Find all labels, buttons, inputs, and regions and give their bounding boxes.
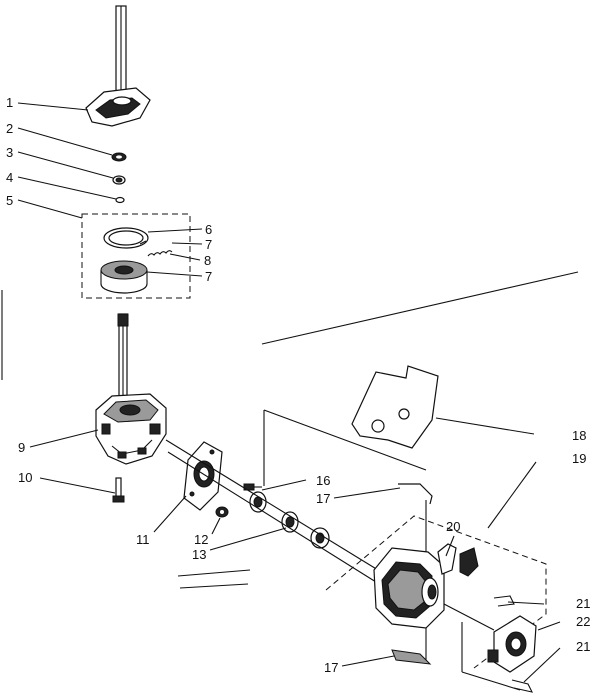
part-12-nut: [215, 506, 229, 518]
callout-16: 16: [316, 473, 330, 488]
leader-18: [435, 417, 535, 435]
leader-21a: [507, 601, 545, 605]
callout-10: 10: [18, 470, 32, 485]
pump-shaft-line: [443, 603, 495, 631]
leader-dashed: [263, 409, 427, 471]
callout-21-upper: 21: [576, 596, 590, 611]
part-4-clip: [115, 196, 125, 204]
agitator-shaft: [115, 5, 127, 103]
callout-8: 8: [204, 253, 211, 268]
part-13-coupling-b: [281, 511, 299, 533]
leader-8: [169, 253, 201, 261]
callout-12: 12: [194, 532, 208, 547]
callout-19: 19: [572, 451, 586, 466]
leader-17b: [341, 655, 395, 667]
callout-11: 11: [136, 532, 150, 547]
leader-7a: [171, 242, 203, 245]
callout-3: 3: [6, 145, 13, 160]
callout-5: 5: [6, 193, 13, 208]
callout-1: 1: [6, 95, 13, 110]
part-22-pump: [487, 615, 537, 673]
part-21-clip-upper: [493, 595, 515, 607]
part-10-bolt: [112, 477, 125, 503]
leader-5: [17, 199, 83, 219]
leader-4: [17, 176, 117, 200]
callout-22: 22: [576, 614, 590, 629]
callout-18: 18: [572, 428, 586, 443]
leader-11: [153, 495, 187, 533]
leader-10: [39, 477, 116, 494]
part-8-spring: [147, 250, 173, 257]
leader-6: [147, 228, 203, 233]
leader-21b: [523, 647, 561, 683]
part-5-group-box: [81, 213, 191, 299]
leader-19: [487, 461, 537, 529]
callout-6: 6: [205, 222, 212, 237]
leader-20: [445, 535, 455, 557]
leader-13: [209, 527, 287, 551]
scan-line: [177, 569, 251, 577]
part-6-snap-ring: [103, 227, 149, 249]
leader-17a: [333, 487, 401, 499]
part-9-gearcase: [95, 393, 167, 465]
callout-7-lower: 7: [205, 269, 212, 284]
callout-17-upper: 17: [316, 491, 330, 506]
part-20-switch: [437, 543, 479, 577]
leader-16: [261, 479, 307, 491]
callout-4: 4: [6, 170, 13, 185]
leader-9: [29, 429, 99, 448]
leader-1: [17, 102, 89, 111]
part-7-clutch-drum: [100, 260, 148, 294]
scan-line: [261, 271, 579, 345]
drive-centerline: [165, 439, 379, 571]
part-2-washer: [111, 152, 127, 162]
leader-12: [211, 517, 221, 535]
leader-7b: [146, 271, 203, 277]
part-21-clip-lower: [511, 679, 534, 693]
part-13-coupling-a: [249, 491, 267, 513]
scan-line: [179, 583, 249, 589]
callout-7-upper: 7: [205, 237, 212, 252]
leader-2: [17, 127, 113, 156]
part-1-drive-cam: [85, 87, 151, 127]
part-17-bracket-lower: [391, 649, 432, 665]
callout-9: 9: [18, 440, 25, 455]
drive-motor: [373, 547, 445, 629]
pump-bracket-line: [461, 671, 521, 691]
part-16-screw: [243, 483, 262, 491]
drive-centerline: [167, 451, 377, 583]
callout-13: 13: [192, 547, 206, 562]
callout-21-lower: 21: [576, 639, 590, 654]
part-11-mounting-plate: [183, 441, 223, 511]
leader-22: [537, 621, 561, 631]
part-18-gasket: [351, 365, 439, 449]
callout-2: 2: [6, 121, 13, 136]
leader-3: [17, 151, 114, 179]
callout-17-lower: 17: [324, 660, 338, 675]
lower-shaft: [117, 313, 129, 399]
part-3-ring: [112, 175, 126, 185]
callout-20: 20: [446, 519, 460, 534]
